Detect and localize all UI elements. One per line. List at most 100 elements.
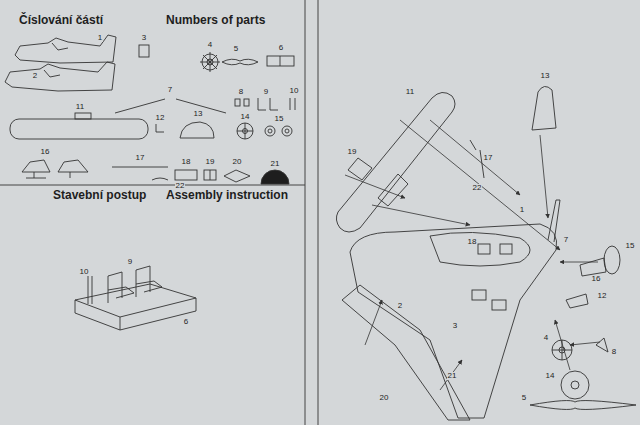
drawing-stroke: [342, 285, 470, 420]
part-number: 12: [155, 114, 166, 122]
part-number: 4: [207, 41, 213, 49]
part-number: 2: [32, 72, 38, 80]
drawing-stroke: [200, 52, 220, 72]
part-number: 7: [563, 236, 569, 244]
drawing-stroke: [237, 123, 253, 139]
drawing-stroke: [570, 342, 600, 345]
drawing-stroke: [10, 119, 148, 139]
drawing-stroke: [378, 174, 408, 206]
drawing-stroke: [88, 276, 92, 304]
part-number: 5: [521, 394, 527, 402]
cockpit-subassembly: [75, 266, 196, 330]
drawing-stroke: [265, 126, 275, 136]
drawing-stroke: [152, 178, 168, 180]
drawing-stroke: [58, 160, 88, 178]
drawing-stroke: [268, 129, 272, 133]
part-number: 14: [240, 113, 251, 121]
part-number: 19: [347, 148, 358, 156]
drawing-stroke: [108, 272, 134, 303]
part-number: 8: [238, 88, 244, 96]
section-heading: Stavební postup: [52, 189, 147, 201]
drawing-stroke: [282, 126, 292, 136]
part-number: 6: [278, 44, 284, 52]
drawing-stroke: [318, 0, 319, 425]
part-number: 1: [97, 34, 103, 42]
part-number: 19: [205, 158, 216, 166]
part-number: 2: [397, 302, 403, 310]
part-number: 15: [625, 242, 636, 250]
drawing-stroke: [345, 175, 405, 198]
part-number: 21: [270, 160, 281, 168]
part-number: 5: [233, 45, 239, 53]
drawing-stroke: [136, 266, 162, 297]
drawing-stroke: [44, 70, 60, 77]
drawing-stroke: [235, 99, 240, 106]
part-number: 4: [543, 334, 549, 342]
drawing-stroke: [400, 120, 560, 250]
drawing-stroke: [139, 45, 149, 57]
drawing-stroke: [285, 129, 289, 133]
drawing-stroke: [596, 338, 608, 352]
drawing-stroke: [548, 200, 560, 242]
drawing-stroke: [350, 224, 557, 418]
part-number: 15: [274, 115, 285, 123]
drawing-stroke: [472, 290, 486, 300]
part-number: 20: [232, 158, 243, 166]
drawing-stroke: [0, 185, 305, 186]
drawing-stroke: [52, 43, 68, 50]
part-number: 11: [75, 103, 85, 111]
part-number: 18: [467, 238, 478, 246]
drawing-stroke: [237, 123, 253, 139]
drawing-stroke: [580, 258, 606, 276]
drawing-stroke: [604, 246, 620, 274]
drawing-stroke: [224, 170, 250, 182]
section-heading: Assembly instruction: [165, 189, 289, 201]
drawing-stroke: [204, 170, 216, 180]
part-number: 3: [452, 322, 458, 330]
drawing-stroke: [75, 284, 196, 330]
drawing-stroke: [566, 294, 588, 308]
drawing-stroke: [290, 98, 295, 110]
drawing-stroke: [571, 381, 579, 389]
part-number: 10: [79, 268, 90, 276]
drawing-stroke: [561, 371, 589, 399]
drawing-stroke: [175, 170, 197, 180]
drawing-stroke: [75, 113, 91, 119]
part-number: 10: [289, 87, 300, 95]
part-number: 14: [545, 372, 556, 380]
exploded-assembly: [336, 86, 636, 420]
drawing-stroke: [305, 0, 306, 425]
drawing-stroke: [532, 86, 556, 130]
drawing-stroke: [430, 120, 520, 195]
drawing-stroke: [540, 135, 548, 218]
parts-sketches: [5, 35, 295, 184]
drawing-stroke: [530, 401, 636, 410]
part-number: 11: [405, 88, 415, 96]
part-number: 6: [183, 318, 189, 326]
part-number: 13: [540, 72, 551, 80]
drawing-stroke: [492, 300, 506, 310]
drawing-stroke: [372, 205, 470, 225]
drawing-stroke: [222, 59, 258, 65]
part-number: 7: [167, 86, 173, 94]
part-number: 3: [141, 34, 147, 42]
part-number: 20: [379, 394, 390, 402]
part-number: 13: [193, 110, 204, 118]
drawing-stroke: [5, 62, 115, 91]
drawing-stroke: [244, 99, 249, 106]
drawing-stroke: [115, 99, 165, 113]
drawing-stroke: [336, 92, 455, 232]
drawing-stroke: [261, 170, 289, 184]
drawing-stroke: [267, 56, 294, 66]
section-heading: Číslování částí: [18, 14, 104, 26]
drawing-stroke: [478, 244, 490, 254]
drawing-stroke: [75, 298, 196, 330]
drawing-stroke: [555, 320, 570, 370]
section-heading: Numbers of parts: [165, 14, 266, 26]
part-number: 12: [597, 292, 608, 300]
part-number: 9: [127, 258, 133, 266]
drawing-stroke: [280, 56, 281, 66]
part-number: 18: [181, 158, 192, 166]
drawing-stroke: [22, 160, 50, 178]
